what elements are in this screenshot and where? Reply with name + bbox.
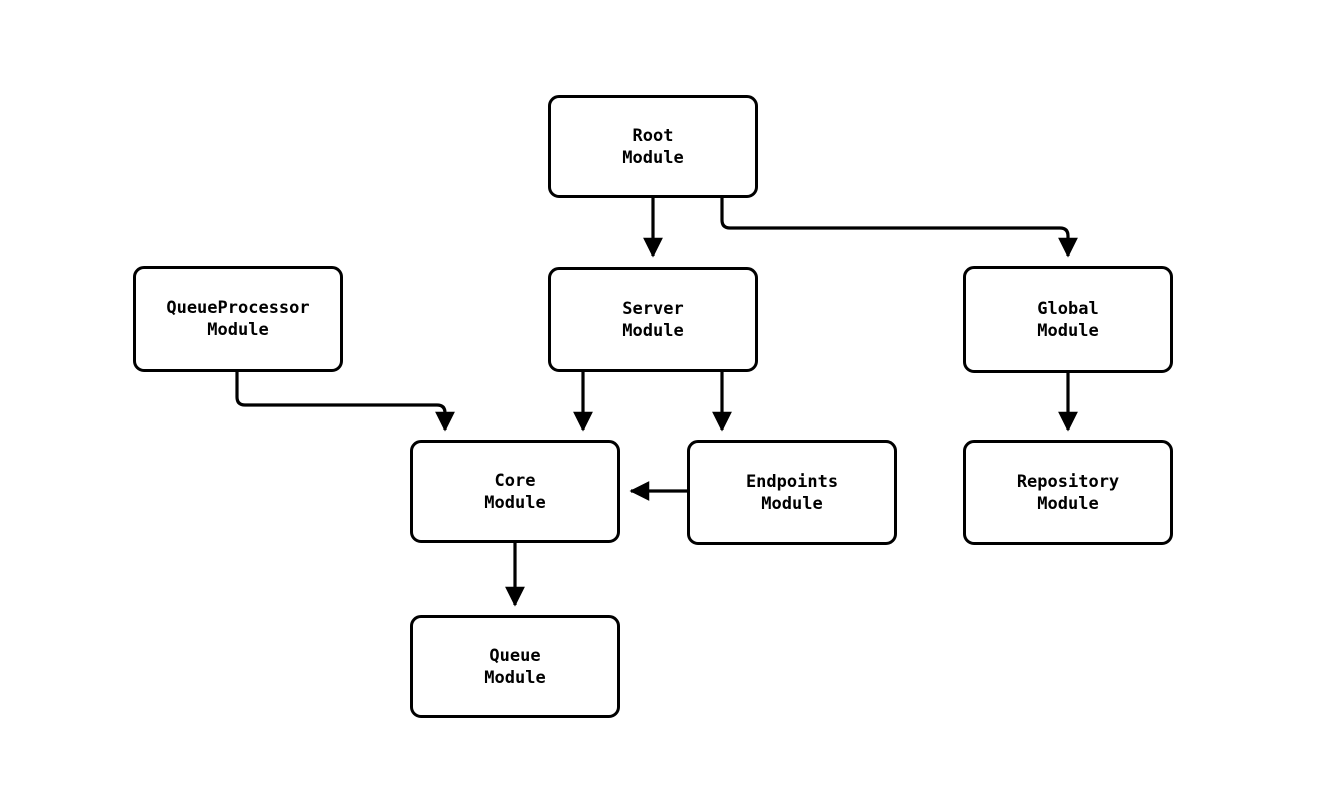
node-endpoints-module-label: Endpoints Module <box>745 471 839 514</box>
node-global-module[interactable]: Global Module <box>963 266 1173 373</box>
node-repository-module[interactable]: Repository Module <box>963 440 1173 545</box>
edge-queueprocessor-to-core <box>235 372 455 432</box>
node-core-module[interactable]: Core Module <box>410 440 620 543</box>
node-core-module-label: Core Module <box>484 470 546 513</box>
node-server-module[interactable]: Server Module <box>548 267 758 372</box>
node-server-module-label: Server Module <box>622 298 684 341</box>
edge-root-to-global <box>720 198 1078 258</box>
node-global-module-label: Global Module <box>1037 298 1099 341</box>
node-queueprocessor-module-label: QueueProcessor Module <box>166 298 310 340</box>
node-queue-module[interactable]: Queue Module <box>410 615 620 718</box>
node-queue-module-label: Queue Module <box>484 645 546 688</box>
node-endpoints-module[interactable]: Endpoints Module <box>687 440 897 545</box>
node-queueprocessor-module[interactable]: QueueProcessor Module <box>133 266 343 372</box>
node-repository-module-label: Repository Module <box>1016 471 1120 514</box>
node-root-module-label: Root Module <box>622 125 684 168</box>
node-root-module[interactable]: Root Module <box>548 95 758 198</box>
